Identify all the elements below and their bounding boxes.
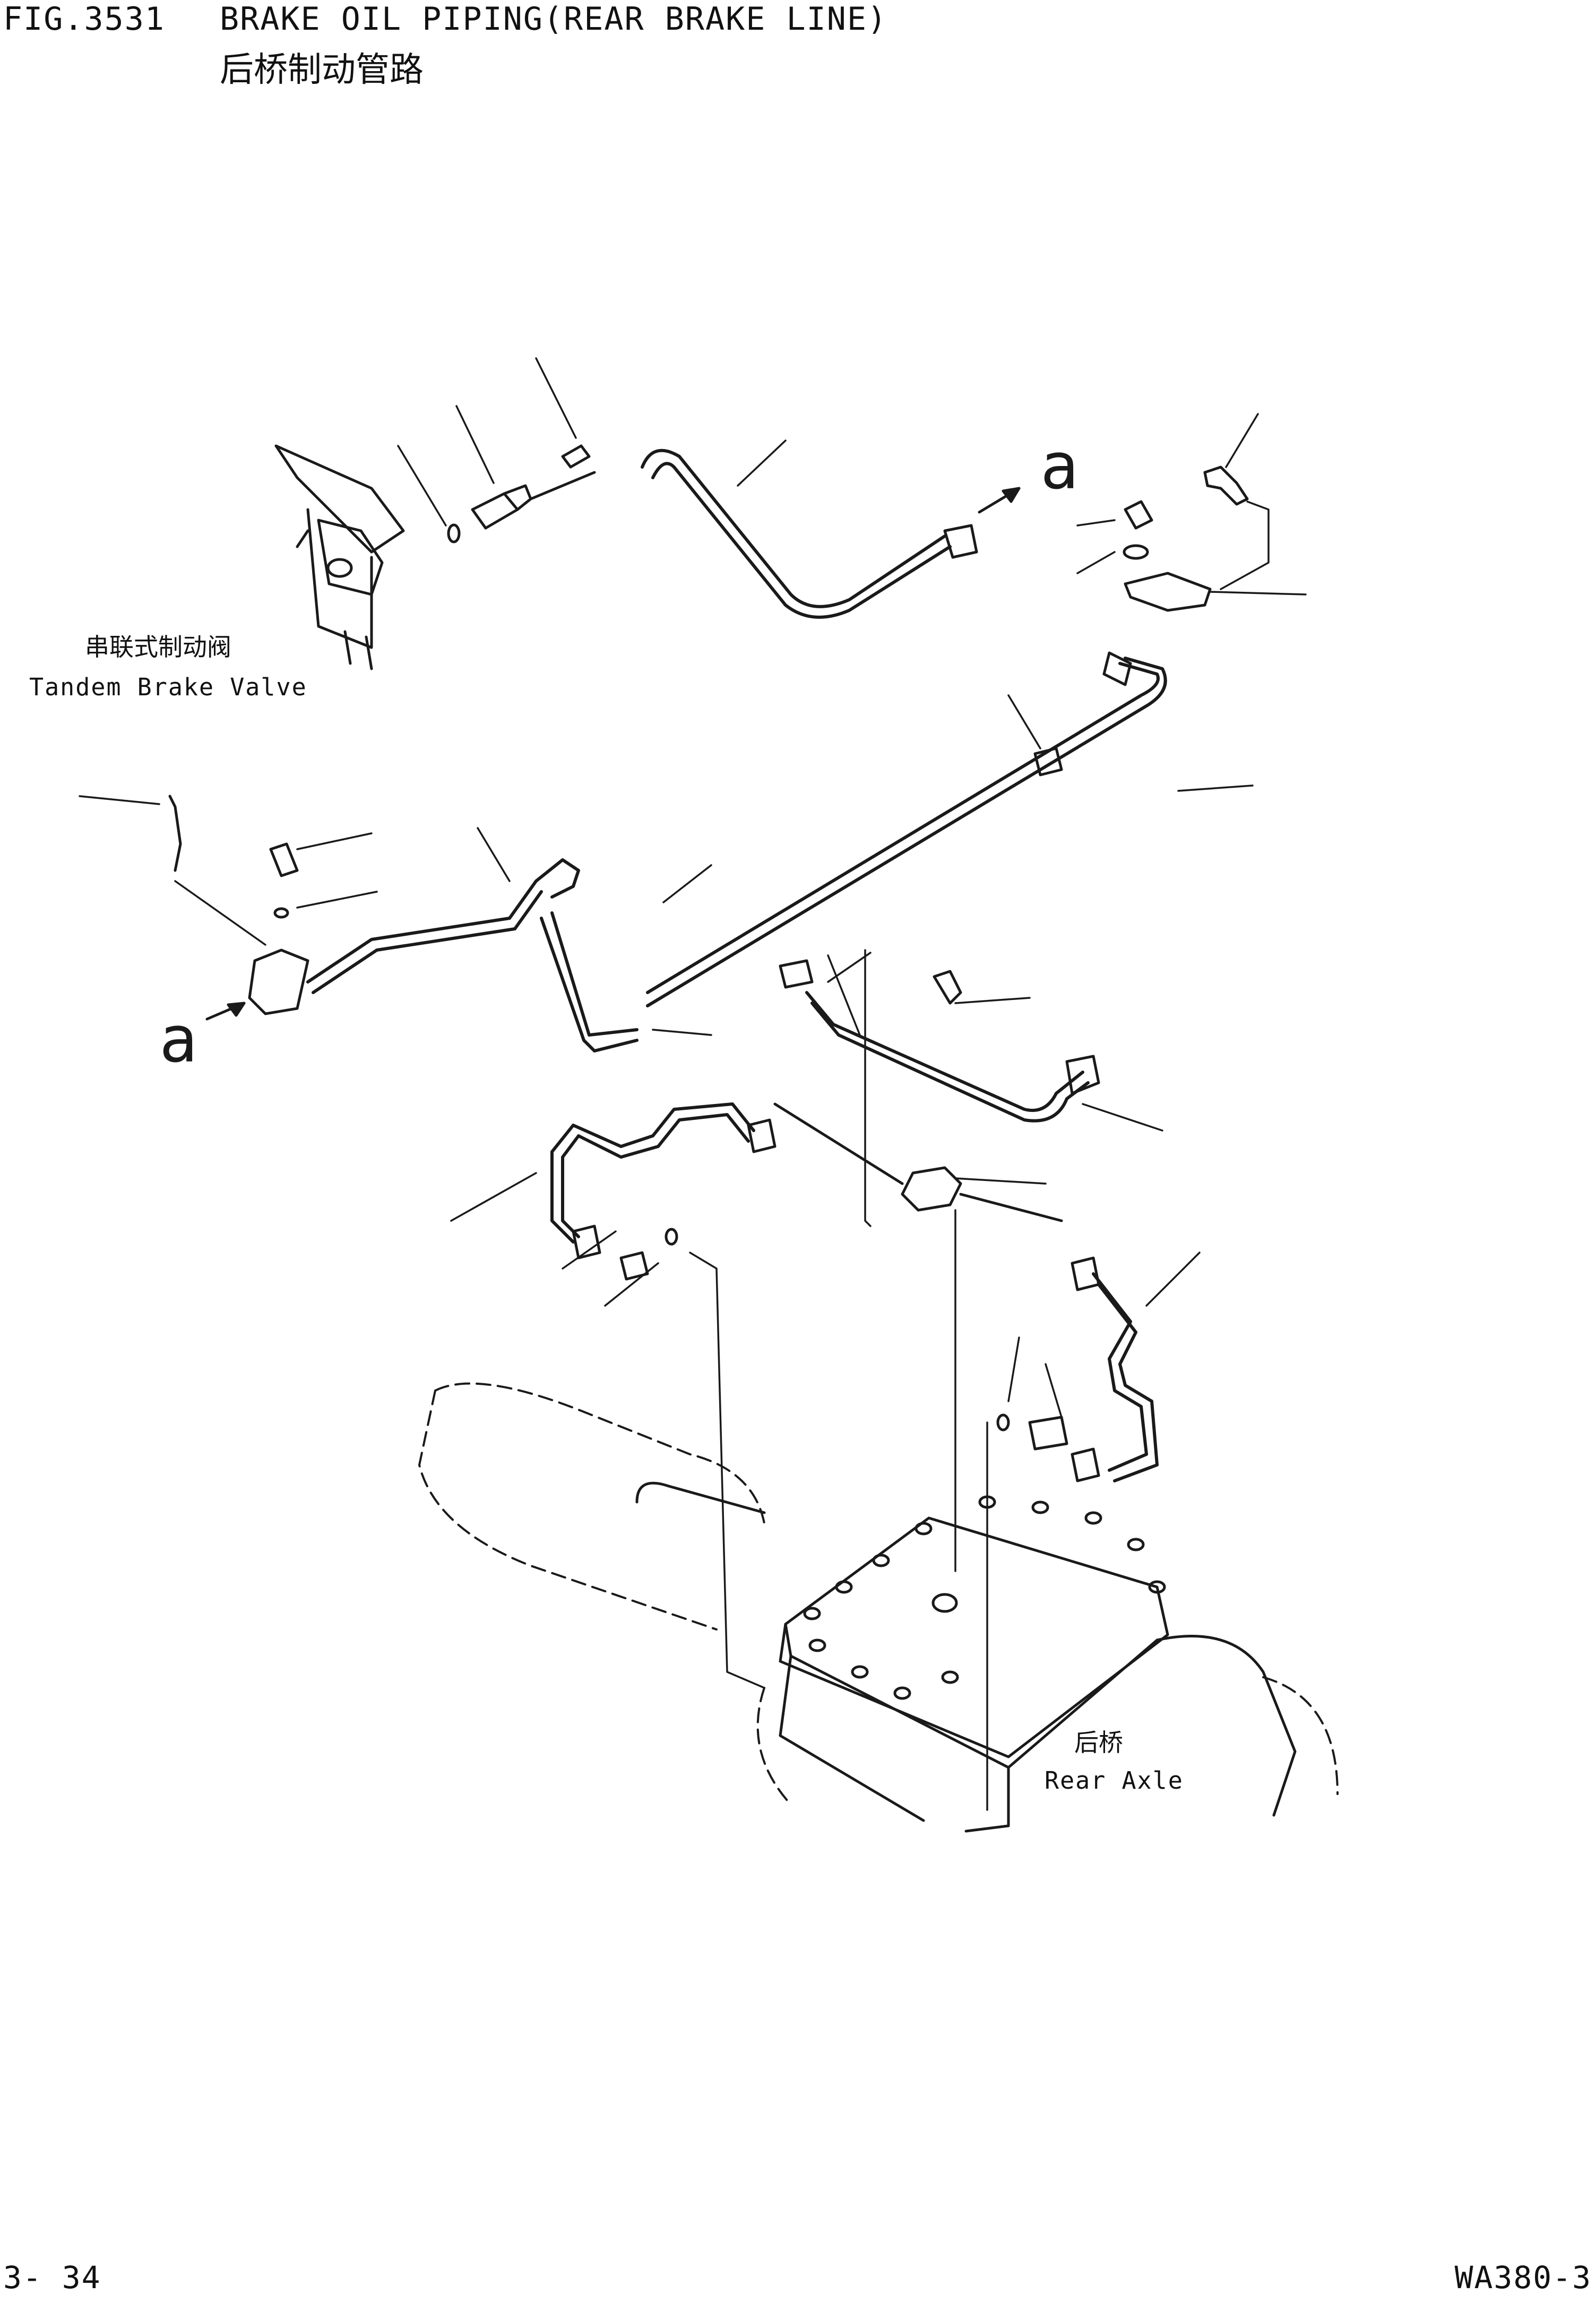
figure-title: BRAKE OIL PIPING(REAR BRAKE LINE) [220,1,888,38]
bracket-assembly [1123,465,1270,612]
tandem-brake-valve-label-cn: 串联式制动阀 [85,633,231,661]
rear-axle-label: Rear Axle [1045,1766,1184,1795]
top-fittings [447,444,596,544]
connection-marker-a-top: a [1040,430,1079,504]
figure-title-chinese: 后桥制动管路 [220,50,424,90]
figure-number: FIG.3531 [3,1,165,38]
tandem-brake-valve-label: Tandem Brake Valve [29,673,307,701]
axle-bolts [803,1495,1166,1700]
leader-lines [79,357,1307,1418]
left-pipe-section: a [159,795,639,1077]
middle-hose [779,949,1100,1227]
connection-marker-a-left: a [159,1003,197,1077]
lower-right-pipe [996,1256,1159,1482]
lower-left-pipe [550,1102,777,1689]
page-number: 3- 34 [3,2259,101,2296]
tandem-brake-valve [274,444,405,670]
long-diagonal-pipe [646,651,1167,1007]
rear-axle [418,1382,1339,1833]
model-number: WA380-3 [1454,2259,1592,2296]
upper-pipe: a [641,430,1079,619]
rear-axle-label-cn: 后桥 [1074,1728,1123,1757]
three-way-joint [773,1102,1063,1572]
